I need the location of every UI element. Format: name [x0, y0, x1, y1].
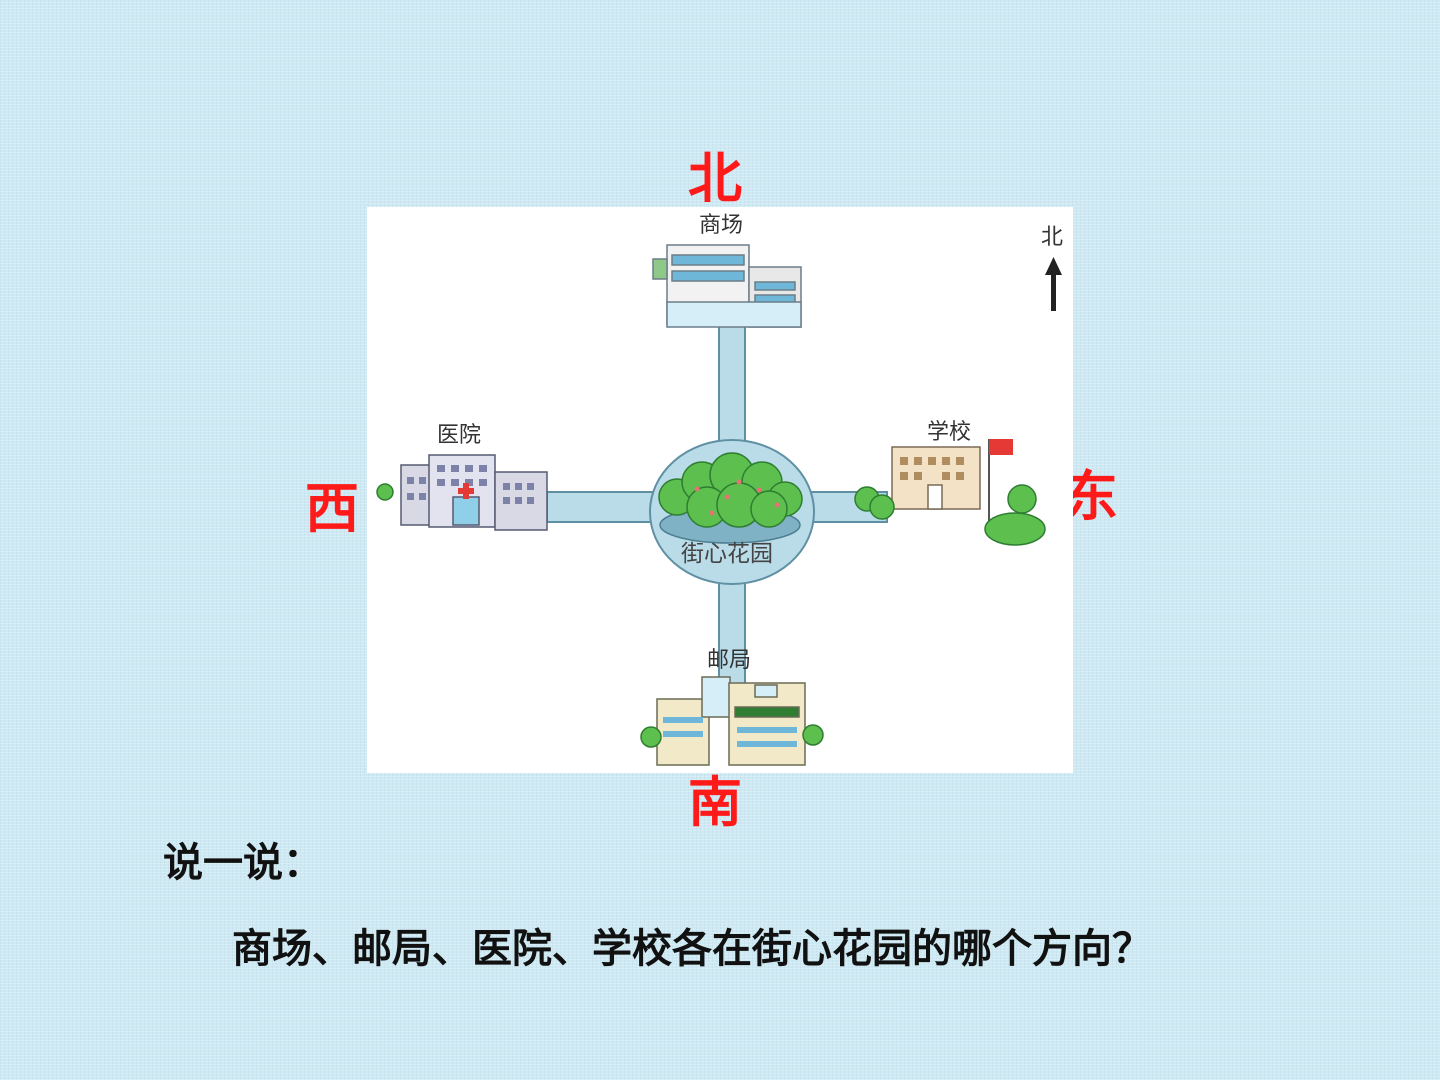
- hospital-label: 医院: [437, 423, 482, 448]
- road-north: [718, 321, 746, 463]
- compass-north-label: 北: [1041, 225, 1064, 250]
- question-body: 商场、邮局、医院、学校各在街心花园的哪个方向？: [232, 926, 1152, 972]
- mall-label: 商场: [699, 213, 744, 238]
- direction-east-label: 东: [1064, 465, 1118, 528]
- direction-west-label: 西: [305, 477, 359, 540]
- garden-roundabout: [649, 439, 815, 585]
- mall-building-icon: [652, 244, 802, 328]
- street-map: 北 商场 医院 学校 邮局 街心花园: [367, 207, 1073, 773]
- hospital-building-icon: [376, 454, 548, 531]
- school-label: 学校: [927, 420, 972, 445]
- road-west: [546, 491, 668, 523]
- garden-trees-icon: [658, 452, 803, 528]
- flag-icon: [989, 439, 1013, 455]
- post-office-label: 邮局: [707, 648, 752, 673]
- garden-label: 街心花园: [681, 541, 773, 567]
- map-illustration: [376, 244, 1062, 766]
- school-building-icon: [854, 439, 1046, 546]
- post-office-building-icon: [640, 676, 824, 766]
- compass-arrow-icon: [1045, 257, 1062, 311]
- direction-south-label: 南: [688, 771, 742, 834]
- direction-north-label: 北: [688, 147, 742, 210]
- question-title: 说一说：: [163, 840, 323, 886]
